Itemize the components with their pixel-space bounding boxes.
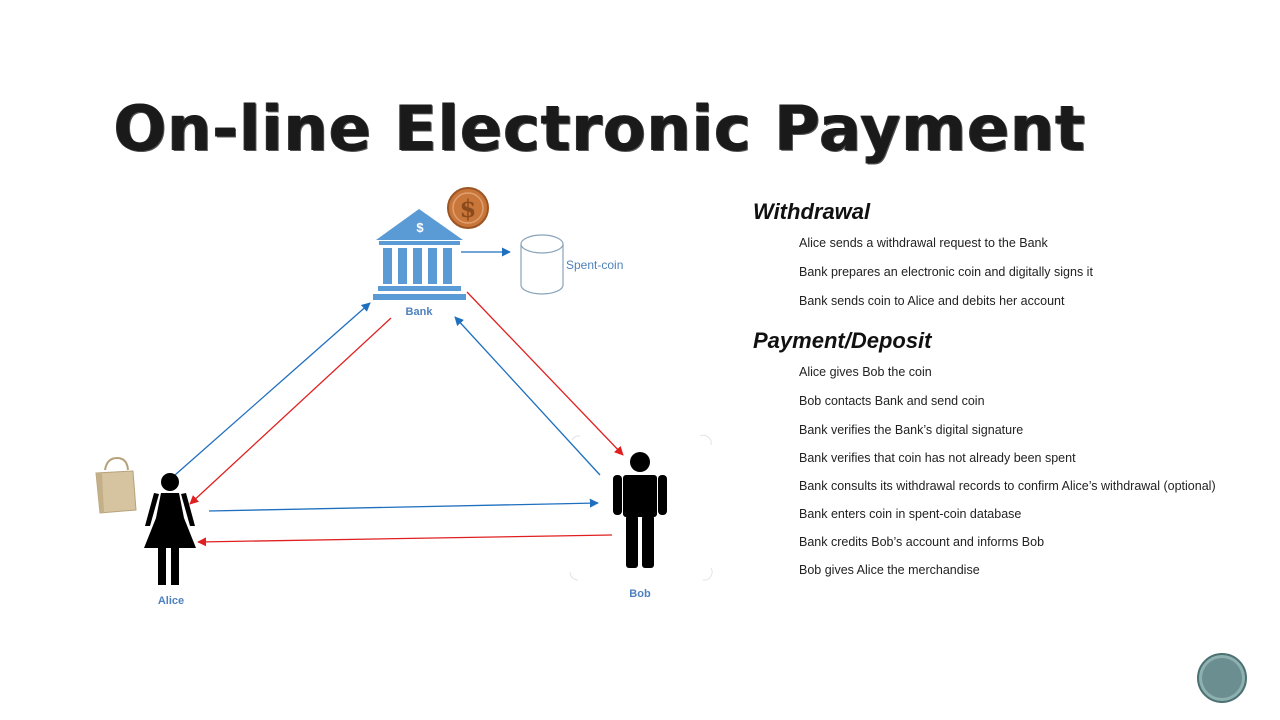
payment-deposit-heading: Payment/Deposit (753, 328, 932, 353)
bank-to-bob-arrow (466, 291, 624, 456)
shopping-bag-icon (95, 456, 137, 514)
spent-coin-database-icon (520, 234, 564, 295)
coin-icon: $ (447, 187, 489, 229)
svg-text:$: $ (460, 194, 477, 223)
slide-nav-circle-icon[interactable] (1197, 653, 1247, 703)
list-item: Bank consults its withdrawal records to … (799, 479, 1216, 493)
list-item: Bank verifies the Bank’s digital signatu… (799, 423, 1024, 437)
bank-dollar-symbol: $ (416, 220, 424, 235)
list-item: Bob contacts Bank and send coin (799, 394, 985, 408)
withdrawal-steps: Alice sends a withdrawal request to the … (753, 229, 1273, 316)
bank-icon (373, 209, 466, 300)
alice-icon (144, 473, 196, 585)
bob-label: Bob (629, 588, 651, 600)
list-item: Bob gives Alice the merchandise (799, 563, 980, 577)
steps-panel: Withdrawal Alice sends a withdrawal requ… (753, 195, 1273, 584)
list-item: Bank prepares an electronic coin and dig… (799, 265, 1093, 279)
list-item: Alice gives Bob the coin (799, 365, 932, 379)
withdrawal-heading: Withdrawal (753, 199, 871, 224)
bob-to-bank-arrow (454, 316, 601, 476)
spent-coin-label: Spent-coin (566, 258, 623, 272)
bob-to-alice-arrow (197, 534, 613, 547)
list-item: Alice sends a withdrawal request to the … (799, 236, 1048, 250)
alice-to-bob-arrow (208, 498, 599, 512)
list-item: Bank credits Bob’s account and informs B… (799, 535, 1045, 549)
payment-steps: Alice gives Bob the coin Bob contacts Ba… (753, 358, 1273, 584)
bank-to-alice-arrow (189, 317, 392, 505)
list-item: Bank sends coin to Alice and debits her … (799, 294, 1065, 308)
list-item: Bank verifies that coin has not already … (799, 451, 1076, 465)
alice-label: Alice (158, 595, 184, 607)
list-item: Bank enters coin in spent-coin database (799, 507, 1022, 521)
slide-title: On-line Electronic Payment (113, 92, 1087, 165)
bob-icon (613, 452, 667, 568)
alice-to-bank-arrow (174, 302, 371, 476)
bank-label: Bank (406, 306, 434, 318)
